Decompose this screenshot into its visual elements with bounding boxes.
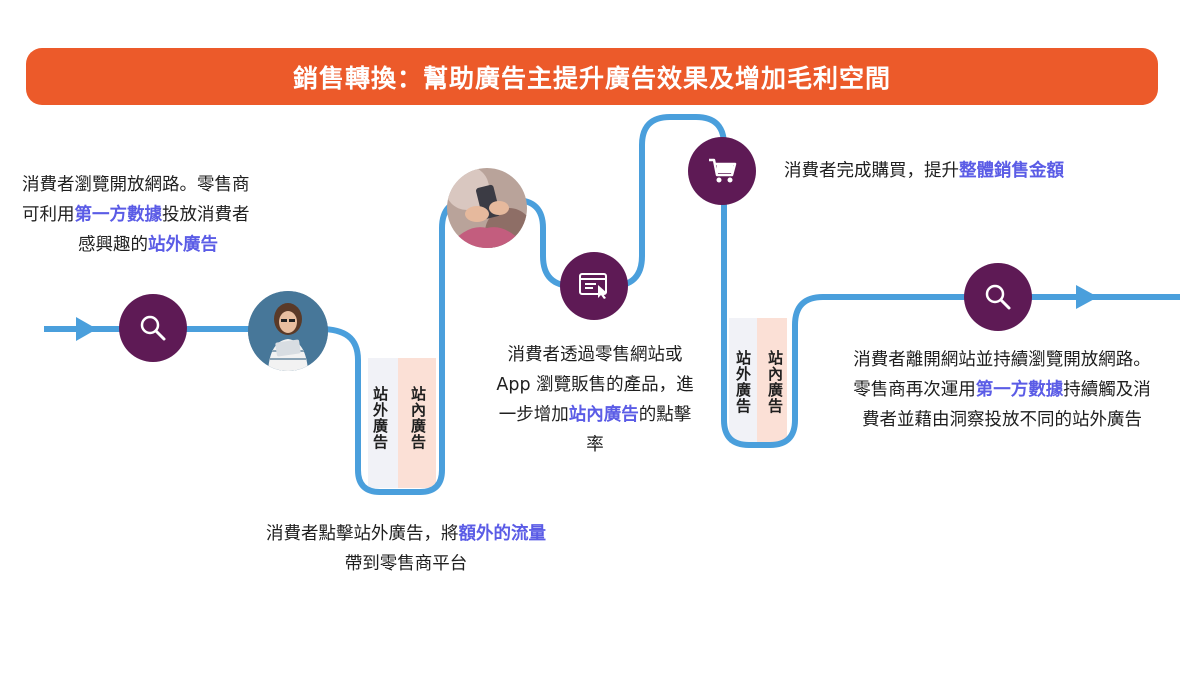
purchase-line-1: 消費者完成購買，提升整體銷售金額 xyxy=(784,161,1064,181)
banner-title: 銷售轉換：幫助廣告主提升廣告效果及增加毛利空間 xyxy=(292,63,891,93)
woman-tablet-photo xyxy=(248,291,328,371)
arrowhead-start xyxy=(76,317,97,341)
title-banner: 銷售轉換：幫助廣告主提升廣告效果及增加毛利空間 xyxy=(26,48,1158,105)
step-click-text: 消費者點擊站外廣告，將額外的流量 帶到零售商平台 xyxy=(236,519,576,579)
cart-node xyxy=(688,137,756,205)
step-purchase-text: 消費者完成購買，提升整體銷售金額 xyxy=(784,156,1124,186)
search-node-2 xyxy=(964,263,1032,331)
search-icon xyxy=(985,284,1011,310)
arrowhead-end xyxy=(1076,285,1098,309)
dip1-offsite-band xyxy=(368,358,398,488)
dip3-offsite-band xyxy=(729,318,757,443)
view-line-1: 消費者透過零售網站或 xyxy=(507,345,683,365)
click-line-1: 消費者點擊站外廣告，將額外的流量 xyxy=(266,524,546,544)
click-line-2: 帶到零售商平台 xyxy=(344,554,468,574)
view-line-4: 率 xyxy=(586,435,604,455)
dip3-onsite-band xyxy=(757,318,787,443)
leave-line-2: 零售商再次運用第一方數據持續觸及消 xyxy=(853,380,1151,400)
view-line-2: App 瀏覽販售的產品，進 xyxy=(496,375,694,395)
browse-line-1: 消費者瀏覽開放網路。零售商 xyxy=(22,175,250,195)
browse-line-2: 可利用第一方數據投放消費者 xyxy=(22,205,250,225)
search-node-1 xyxy=(119,294,187,362)
dip1-offsite-label: 站外廣告 xyxy=(371,386,389,450)
search-icon xyxy=(140,315,166,341)
browse-line-3: 感興趣的站外廣告 xyxy=(78,235,218,255)
dip3-onsite-label: 站內廣告 xyxy=(766,350,784,414)
leave-line-1: 消費者離開網站並持續瀏覽開放網路。 xyxy=(853,350,1151,370)
dip1-onsite-band xyxy=(398,358,436,488)
leave-line-3: 費者並藉由洞察投放不同的站外廣告 xyxy=(862,410,1142,430)
browser-node xyxy=(560,252,628,320)
dip1-onsite-label: 站內廣告 xyxy=(409,386,427,450)
step-view-text: 消費者透過零售網站或 App 瀏覽販售的產品，進 一步增加站內廣告的點擊 率 xyxy=(482,340,708,460)
step-browse-text: 消費者瀏覽開放網路。零售商 可利用第一方數據投放消費者 感興趣的站外廣告 xyxy=(22,170,292,260)
view-line-3: 一步增加站內廣告的點擊 xyxy=(498,405,692,425)
cart-icon xyxy=(709,158,737,183)
dip3-offsite-label: 站外廣告 xyxy=(734,350,752,414)
phone-hands-photo xyxy=(447,168,527,248)
browser-click-icon xyxy=(579,273,607,299)
step-leave-text: 消費者離開網站並持續瀏覽開放網路。 零售商再次運用第一方數據持續觸及消 費者並藉… xyxy=(826,345,1178,435)
